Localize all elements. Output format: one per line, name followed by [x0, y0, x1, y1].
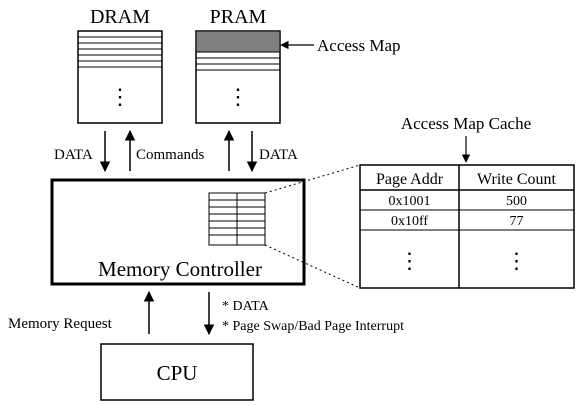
dram-block: DRAM ⋮	[77, 6, 163, 124]
dram-data-label: DATA	[54, 147, 93, 163]
table-cell-write-count-2: 77	[510, 214, 524, 229]
table-ellipsis-page-addr: ⋮	[399, 248, 421, 273]
table-cell-page-addr-1: 0x1001	[389, 194, 431, 209]
zoom-line-bottom	[264, 244, 361, 289]
pram-label: PRAM	[210, 6, 267, 28]
access-map-cache-label: Access Map Cache	[401, 114, 531, 133]
pram-rows	[196, 51, 280, 71]
table-cell-page-addr-2: 0x10ff	[391, 214, 428, 229]
pram-box	[195, 30, 281, 124]
memory-controller-box	[50, 178, 306, 286]
controller-cache-grid	[208, 192, 266, 246]
memory-request-label: Memory Request	[8, 316, 113, 332]
pram-data-label: DATA	[259, 147, 298, 163]
access-map-label: Access Map	[317, 36, 401, 55]
zoom-line-top	[264, 164, 361, 194]
pram-ellipsis: ⋮	[227, 84, 249, 109]
commands-label: Commands	[136, 147, 204, 163]
memory-controller: Memory Controller	[50, 178, 306, 286]
access-map-region	[196, 31, 280, 52]
table-ellipsis-write-count: ⋮	[506, 248, 528, 273]
cpu-return-label-line2: * Page Swap/Bad Page Interrupt	[222, 319, 404, 334]
memory-controller-label: Memory Controller	[98, 257, 262, 281]
dram-label: DRAM	[90, 6, 150, 28]
cpu-box	[100, 343, 254, 401]
dram-ellipsis: ⋮	[109, 84, 131, 109]
access-map-cache-table: Page Addr Write Count 0x1001 500 0x10ff …	[359, 164, 575, 289]
dram-box	[77, 30, 163, 124]
table-header-page-addr: Page Addr	[376, 171, 444, 188]
dram-rows	[78, 36, 162, 68]
cpu: CPU	[100, 343, 254, 401]
cpu-return-label-line1: * DATA	[222, 299, 270, 314]
cpu-label: CPU	[157, 361, 198, 385]
table-header-write-count: Write Count	[477, 171, 556, 188]
table-cell-write-count-1: 500	[506, 194, 527, 209]
pram-block: PRAM ⋮	[195, 6, 281, 124]
